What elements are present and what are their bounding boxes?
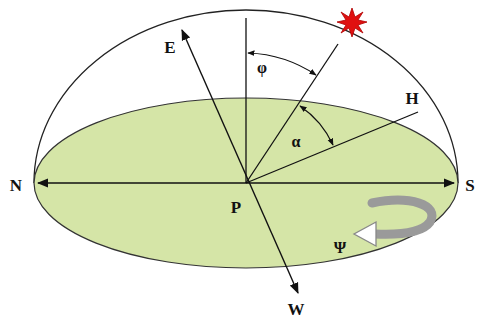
- angle-label: Ψ: [334, 240, 346, 256]
- point-label: P: [231, 199, 241, 216]
- horizon-projection: [246, 112, 418, 183]
- sun-ray: [246, 44, 338, 183]
- zenith-angle-arc: [248, 53, 316, 75]
- azimuth-arrow: [372, 200, 432, 234]
- direction-label: H: [405, 90, 418, 107]
- direction-label: E: [164, 39, 175, 56]
- direction-label: W: [288, 301, 305, 318]
- angle-label: φ: [257, 60, 267, 76]
- altitude-angle-arc: [300, 106, 333, 145]
- sun-symbol: [337, 8, 367, 37]
- zenith-line: [245, 18, 246, 183]
- direction-label: S: [465, 177, 474, 194]
- angle-label: α: [292, 134, 301, 150]
- east-west-axis: [182, 30, 298, 293]
- direction-label: N: [10, 177, 22, 194]
- azimuth-arrowhead: [354, 222, 376, 246]
